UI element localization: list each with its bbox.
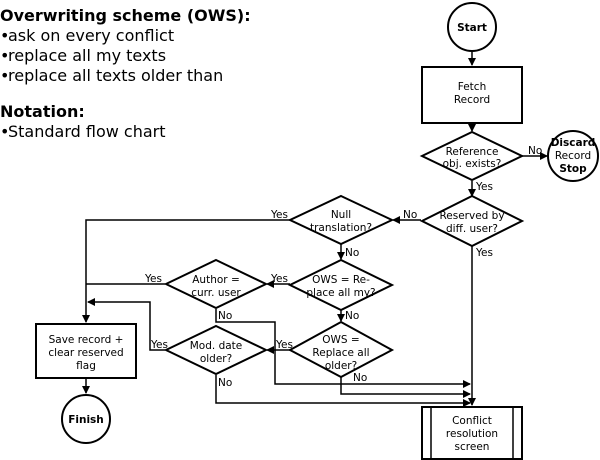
- node-label: OWS = Re-: [312, 274, 370, 286]
- node-label: resolution: [446, 428, 498, 440]
- scheme-item-label: ask on every conflict: [8, 26, 175, 45]
- scheme-item: •replace all my texts: [0, 46, 251, 66]
- edge-labels: No Yes No Yes Yes No Yes Yes No No Yes Y…: [144, 145, 542, 389]
- author-current-user-decision: Author = curr. user: [163, 258, 269, 310]
- start-node: Start: [447, 2, 497, 52]
- node-label: Save record +: [49, 334, 124, 346]
- ows-replace-my-decision: OWS = Re- place all my?: [287, 258, 395, 312]
- ows-replace-older-decision: OWS = Replace all older?: [287, 320, 395, 379]
- label-no: No: [218, 377, 232, 389]
- label-no: No: [218, 310, 232, 322]
- node-label: Mod. date: [190, 340, 243, 352]
- label-yes: Yes: [270, 209, 288, 221]
- label-yes: Yes: [475, 247, 493, 259]
- label-yes: Yes: [270, 273, 288, 285]
- node-label: older?: [325, 360, 357, 372]
- node-label: OWS =: [322, 334, 359, 346]
- node-label: Author =: [192, 274, 240, 286]
- node-label: translation?: [310, 222, 372, 234]
- node-label: Discard: [551, 137, 596, 149]
- finish-label: Finish: [68, 414, 104, 426]
- scheme-item-label: replace all my texts: [8, 46, 167, 65]
- discard-record-terminal: Discard Record Stop: [547, 130, 599, 182]
- edge-author-conflict: [215, 309, 471, 388]
- save-record-process: Save record + clear reserved flag: [35, 323, 137, 379]
- label-yes: Yes: [150, 339, 168, 351]
- bullet-icon: •: [0, 122, 10, 141]
- node-label: curr. user: [191, 287, 241, 299]
- node-label: Null: [331, 209, 351, 221]
- label-no: No: [528, 145, 542, 157]
- node-label: flag: [76, 360, 96, 372]
- label-yes: Yes: [275, 339, 293, 351]
- connectors: [82, 52, 548, 407]
- node-label: Reserved by: [439, 210, 504, 222]
- conflict-resolution-subprocess: Conflict resolution screen: [421, 406, 523, 460]
- node-label: Record: [454, 94, 490, 106]
- bullet-icon: •: [0, 46, 10, 65]
- node-label: obj. exists?: [443, 158, 502, 170]
- edge-owsolder-conflict: [340, 377, 471, 398]
- reserved-by-user-decision: Reserved by diff. user?: [419, 194, 525, 248]
- scheme-item: •ask on every conflict: [0, 26, 251, 46]
- node-label: Fetch: [458, 81, 486, 93]
- edge-null-save: [82, 219, 290, 323]
- edge-moddate-save: [87, 298, 165, 351]
- node-label: Record: [555, 150, 591, 162]
- fetch-record-process: Fetch Record: [421, 66, 523, 124]
- null-translation-decision: Null translation?: [287, 194, 395, 246]
- node-label: place all my?: [306, 287, 375, 299]
- label-no: No: [403, 209, 417, 221]
- scheme-title: Overwriting scheme (OWS):: [0, 6, 251, 25]
- node-label: Replace all: [312, 347, 369, 359]
- bullet-icon: •: [0, 26, 10, 45]
- node-label: Reference: [446, 146, 499, 158]
- scheme-item-label: replace all texts older than: [8, 66, 224, 85]
- label-yes: Yes: [475, 181, 493, 193]
- notation-item-label: Standard flow chart: [8, 122, 166, 141]
- legend: Overwriting scheme (OWS): •ask on every …: [0, 6, 251, 142]
- label-no: No: [353, 372, 367, 384]
- mod-date-older-decision: Mod. date older?: [163, 324, 269, 376]
- label-no: No: [345, 247, 359, 259]
- finish-node: Finish: [61, 394, 111, 444]
- label-yes: Yes: [144, 273, 162, 285]
- notation-title: Notation:: [0, 102, 85, 121]
- scheme-item: •replace all texts older than: [0, 66, 251, 86]
- bullet-icon: •: [0, 66, 10, 85]
- label-no: No: [345, 310, 359, 322]
- node-label: Conflict: [452, 415, 492, 427]
- node-label: Stop: [559, 163, 587, 175]
- edge-moddate-conflict: [215, 375, 471, 407]
- node-label: older?: [200, 353, 232, 365]
- start-label: Start: [457, 22, 487, 34]
- node-label: clear reserved: [48, 347, 123, 359]
- node-label: screen: [455, 441, 490, 453]
- notation-item: •Standard flow chart: [0, 122, 251, 142]
- node-label: diff. user?: [446, 223, 498, 235]
- reference-exists-decision: Reference obj. exists?: [419, 130, 525, 182]
